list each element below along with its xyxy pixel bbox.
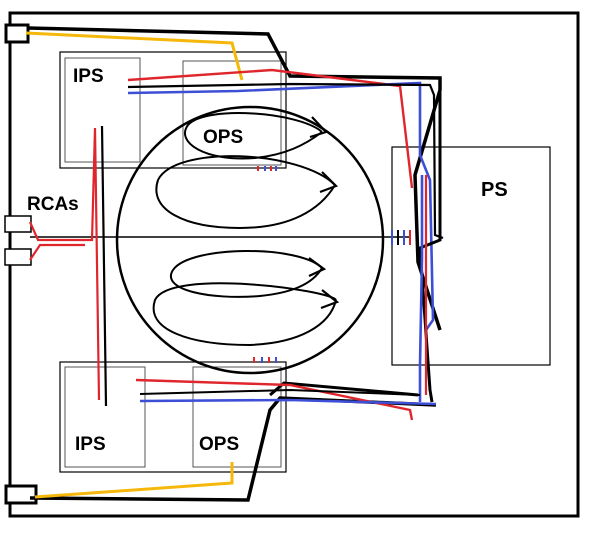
airflow-arrowhead-bottom-upper xyxy=(308,257,327,277)
airflow-arrowhead-top-large xyxy=(319,171,338,194)
airflow-arrowhead-top-small xyxy=(309,116,328,139)
top-black-internal xyxy=(127,82,444,240)
rca-red-wire xyxy=(28,127,101,401)
airflow-arrow-bottom-upper xyxy=(170,250,323,298)
label-ops-top: OPS xyxy=(203,127,243,148)
airflow-arrow-bottom-lower xyxy=(152,282,337,347)
terminal-top-left xyxy=(4,23,30,44)
top-black-wire xyxy=(27,26,442,331)
bottom-yellow-wire xyxy=(34,462,234,499)
rca-black-wire xyxy=(100,125,108,407)
rca-connector-top xyxy=(4,215,32,233)
rca-connector-bottom xyxy=(4,248,32,266)
label-rcas: RCAs xyxy=(27,194,79,215)
bottom-amp-module xyxy=(59,361,287,473)
top-amp-module xyxy=(59,51,287,169)
label-ips-bottom: IPS xyxy=(75,434,106,455)
airflow-arrowhead-bottom-lower xyxy=(320,289,340,310)
bottom-blue-wire xyxy=(139,398,437,406)
top-red-wire xyxy=(127,68,414,189)
airflow-circle xyxy=(115,105,385,375)
label-ops-bottom: OPS xyxy=(199,434,239,455)
right-blue-wire-bottom xyxy=(418,175,424,402)
right-black-wire xyxy=(418,90,442,403)
airflow-arrow-top-large xyxy=(155,155,336,230)
bottom-ops-box xyxy=(192,366,282,468)
top-blue-wire xyxy=(127,81,435,331)
top-yellow-wire xyxy=(25,31,244,81)
terminal-bottom-left xyxy=(4,484,38,505)
label-ips-top: IPS xyxy=(73,66,104,87)
top-ops-box xyxy=(182,60,282,166)
bottom-red-wire xyxy=(135,378,414,421)
airflow-arrow-top-small xyxy=(184,112,323,160)
ps-box xyxy=(391,146,551,366)
label-ps: PS xyxy=(481,179,508,201)
